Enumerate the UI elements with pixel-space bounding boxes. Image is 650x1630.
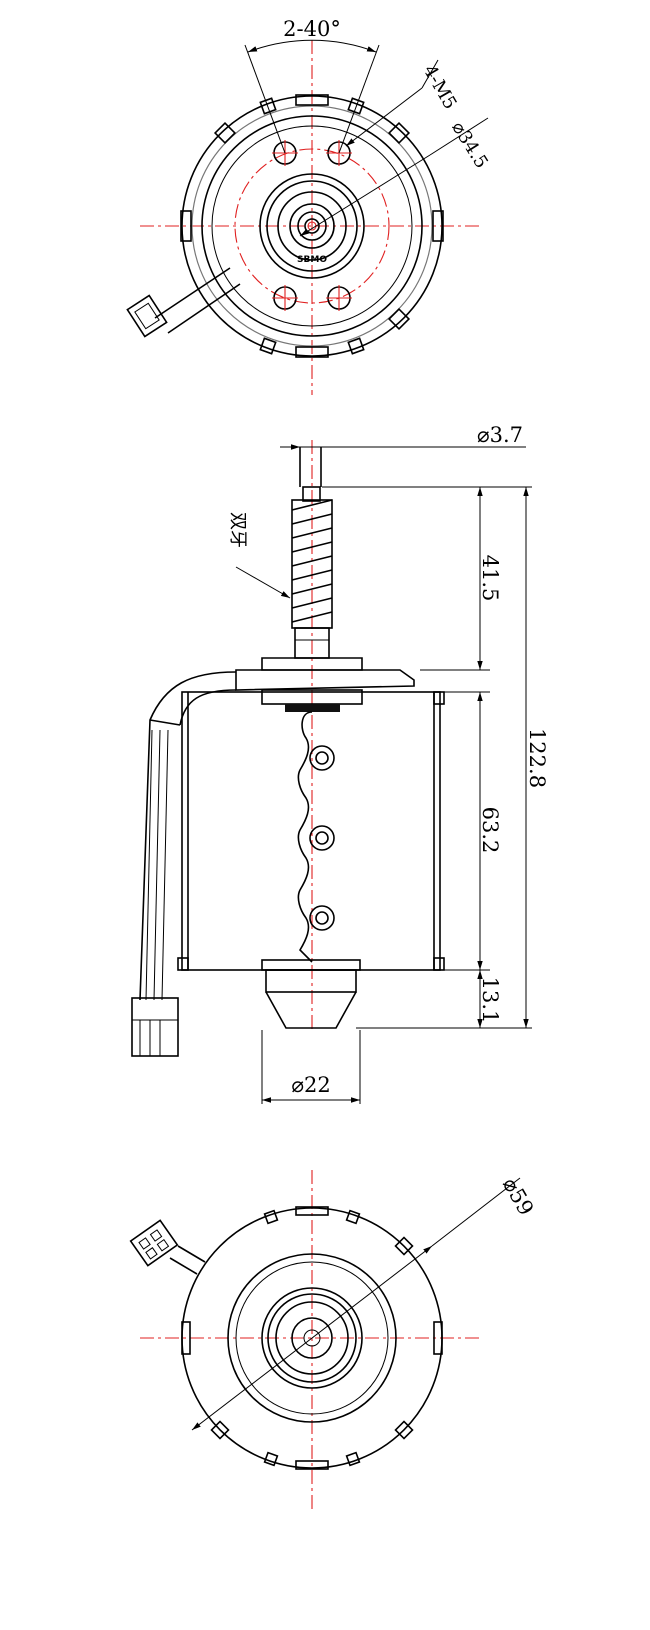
- shaft-length-label: 41.5: [478, 555, 502, 602]
- boss-length-label: 13.1: [478, 977, 502, 1024]
- motor-body: [177, 691, 445, 971]
- shaft: [299, 447, 322, 502]
- shaft-diameter-label: ⌀3.7: [477, 423, 523, 447]
- top-cable: [126, 267, 241, 338]
- overall-length-dimension: 122.8: [523, 487, 549, 1028]
- shaft-diameter-dimension: ⌀3.7: [280, 423, 526, 450]
- spring-coil: [297, 711, 335, 963]
- overall-length-label: 122.8: [525, 728, 549, 788]
- front-cable: [131, 671, 237, 1057]
- worm-callout: 双牙: [227, 512, 291, 599]
- body-length-dimension: 63.2: [477, 692, 502, 970]
- flange: [235, 657, 415, 712]
- top-hub: SBMO: [259, 173, 365, 279]
- worm-label: 双牙: [227, 512, 248, 548]
- angle-dimension: 2-40°: [244, 17, 380, 154]
- front-view: 双牙: [131, 423, 549, 1104]
- boss-diameter-label: ⌀22: [291, 1073, 330, 1097]
- top-view: SBMO 2-40° 4-M5 ⌀34.5: [126, 17, 492, 395]
- bottom-view: ⌀59: [129, 1170, 538, 1510]
- top-outer-housing: [180, 94, 444, 358]
- body-diameter-label: ⌀59: [498, 1173, 538, 1219]
- body-diameter-dimension: ⌀59: [191, 1173, 538, 1431]
- brand-logo: SBMO: [297, 255, 327, 265]
- hole-label: 4-M5: [419, 61, 461, 113]
- boss-diameter-dimension: ⌀22: [261, 1030, 361, 1104]
- body-length-label: 63.2: [478, 807, 502, 854]
- bottom-connector: [129, 1219, 206, 1275]
- circle-diameter-label: ⌀34.5: [447, 118, 492, 172]
- angle-label: 2-40°: [283, 17, 341, 41]
- shaft-length-dimension: 41.5: [477, 487, 502, 670]
- bottom-boss: [261, 959, 361, 1029]
- boss-length-dimension: 13.1: [477, 970, 502, 1028]
